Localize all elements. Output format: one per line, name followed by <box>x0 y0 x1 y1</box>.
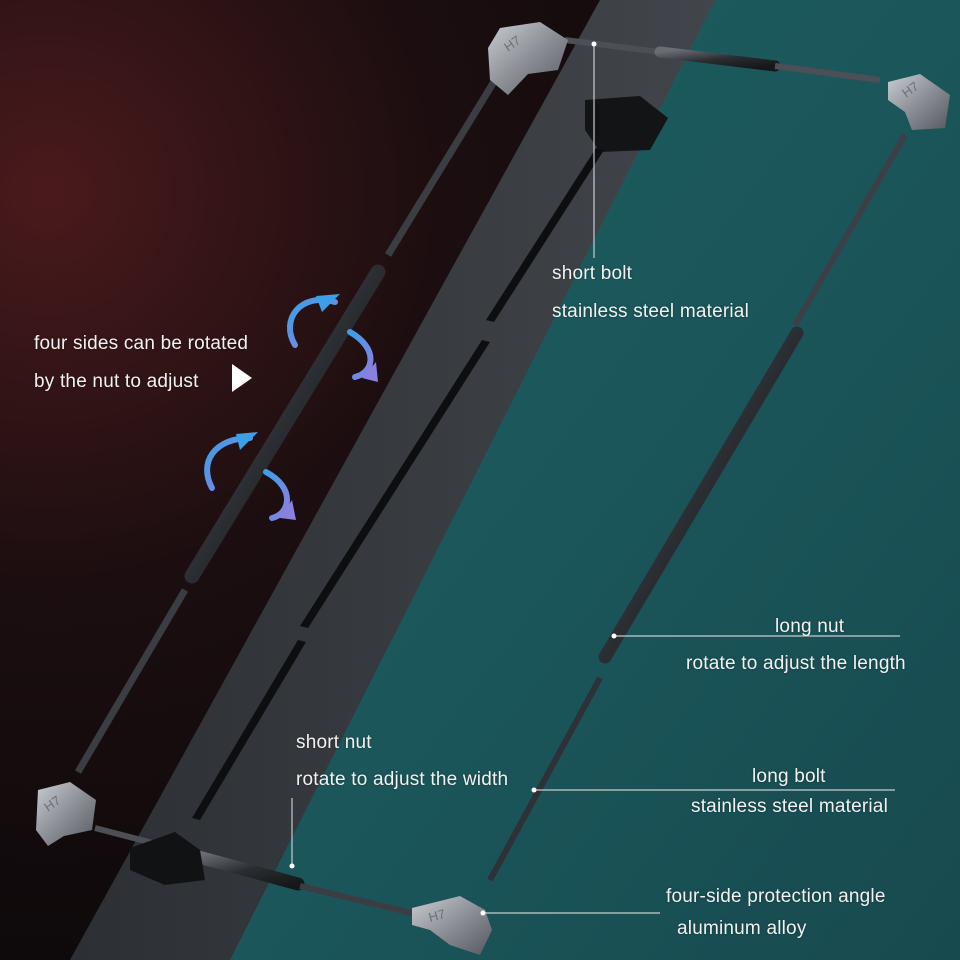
short-nut-title: short nut <box>296 732 372 753</box>
bolt-top-right <box>774 63 881 83</box>
long-nut-subtitle: rotate to adjust the length <box>686 653 906 674</box>
long-nut-top <box>654 46 781 72</box>
arrowhead-icon <box>236 432 258 450</box>
edge-slots <box>192 148 604 820</box>
long-bolt-right <box>487 676 603 882</box>
bolt-left-top <box>385 78 498 257</box>
corner-protector-top-right: H7 <box>888 74 950 130</box>
rotate-subtitle: by the nut to adjust <box>34 371 199 392</box>
corner-protector-bottom-right: H7 <box>412 896 492 955</box>
phone-back-panel <box>230 0 960 960</box>
callout-dots <box>289 41 617 916</box>
arrowhead-icon <box>362 362 378 382</box>
callout-lines <box>291 44 900 914</box>
svg-text:H7: H7 <box>427 906 447 925</box>
long-bolt-subtitle: stainless steel material <box>691 796 888 817</box>
bottom-bracket <box>130 832 205 885</box>
short-bolt-title: short bolt <box>552 263 633 284</box>
corner-protector-bottom-left: H7 <box>36 782 96 846</box>
short-bolt-subtitle: stainless steel material <box>552 301 749 322</box>
camera-module <box>585 96 668 152</box>
short-bolt-top <box>564 37 661 55</box>
arrowhead-icon <box>316 294 340 312</box>
bolt-right-top <box>792 133 908 327</box>
long-bolt-title: long bolt <box>752 766 826 787</box>
bolt-left-bottom <box>74 588 189 774</box>
short-nut-subtitle: rotate to adjust the width <box>296 769 509 790</box>
corner-title: four-side protection angle <box>666 886 886 907</box>
rotate-title: four sides can be rotated <box>34 333 249 354</box>
corner-protector-top-left: H7 <box>488 22 568 95</box>
long-nut-title: long nut <box>775 616 845 637</box>
play-triangle-icon <box>232 364 252 392</box>
long-nut-left <box>184 264 386 584</box>
short-nut-bottom <box>188 849 305 891</box>
corner-subtitle: aluminum alloy <box>677 918 807 939</box>
long-nut-right <box>598 326 804 664</box>
arrowhead-icon <box>280 500 296 520</box>
bolt-bottom-right <box>299 883 421 918</box>
frame-rods <box>74 37 908 918</box>
